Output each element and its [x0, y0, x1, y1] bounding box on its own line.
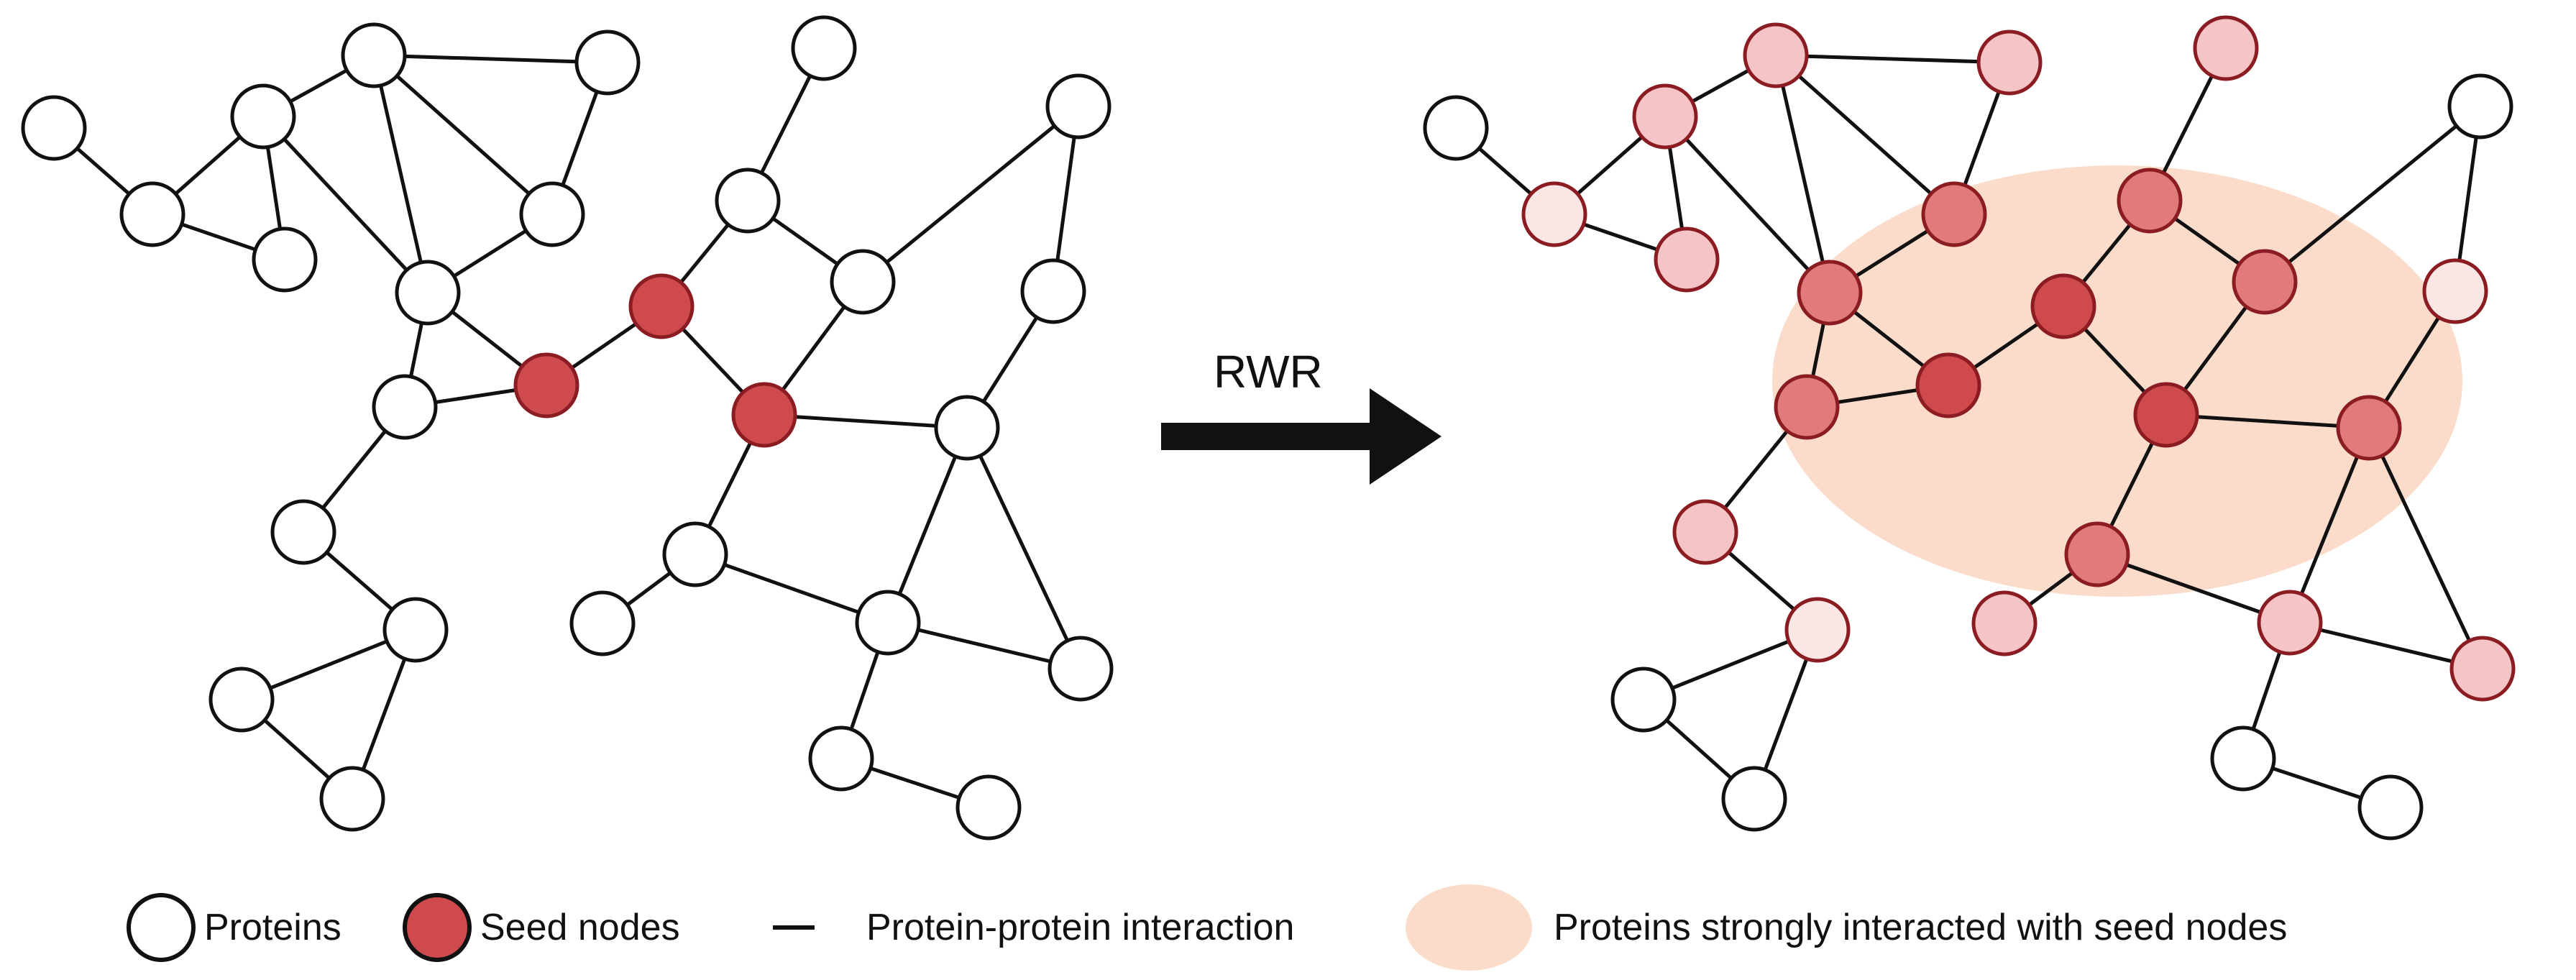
right-node-n6-protein: [1654, 226, 1720, 293]
right-node-n25-protein: [2257, 590, 2323, 656]
left-node-n12-protein: [1045, 73, 1111, 139]
right-node-n7-protein: [1921, 181, 1987, 247]
left-node-n17-seed: [731, 382, 797, 448]
left-node-n16-seed: [628, 273, 695, 339]
left-network-nodes: [21, 15, 1114, 841]
right-node-n1-protein: [1423, 95, 1489, 161]
left-edge-n11-n12: [861, 105, 1080, 283]
left-node-n6-protein: [252, 226, 318, 293]
right-node-n22-protein: [1721, 766, 1787, 832]
legend-interaction-label: Protein-protein interaction: [866, 907, 1295, 948]
rwr-label: RWR: [1214, 346, 1323, 398]
left-node-n5-protein: [574, 29, 641, 96]
right-node-n18-protein: [2336, 395, 2402, 461]
right-node-n13-protein: [2422, 258, 2488, 324]
legend-strong-label: Proteins strongly interacted with seed n…: [1554, 907, 2288, 948]
left-node-n23-protein: [662, 521, 728, 587]
right-node-n3-protein: [1632, 83, 1698, 150]
left-node-n11-protein: [830, 249, 896, 315]
interaction-line-icon: [773, 925, 815, 930]
left-node-n22-protein: [319, 766, 385, 832]
right-node-n20-protein: [1784, 597, 1851, 663]
left-edge-n17-n18: [764, 413, 968, 430]
right-node-n16-protein: [2030, 273, 2096, 339]
left-edge-n4-n8: [372, 55, 430, 293]
left-edge-n25-n26: [887, 620, 1081, 671]
right-node-n21-protein: [1610, 667, 1677, 733]
left-node-n18-protein: [934, 395, 1000, 461]
right-edge-n18-n25: [2288, 427, 2371, 623]
right-edge-n4-n7: [1774, 54, 1956, 216]
left-edge-n3-n8: [262, 115, 429, 294]
left-node-n2-protein: [119, 181, 185, 247]
right-node-n11-protein: [2232, 249, 2298, 315]
legend-seed-nodes-label: Seed nodes: [480, 907, 680, 948]
right-edge-n18-n26: [2367, 426, 2485, 670]
strong-region-icon: [1406, 884, 1532, 971]
left-node-n19-protein: [270, 499, 336, 565]
right-edge-n23-n25: [2096, 552, 2291, 625]
right-node-n2-protein: [1521, 181, 1587, 247]
left-node-n14-protein: [372, 374, 438, 440]
right-node-n9-protein: [2193, 15, 2259, 81]
right-network-nodes: [1423, 15, 2516, 841]
left-node-n3-protein: [230, 83, 296, 150]
left-edge-n4-n7: [372, 54, 554, 216]
legend-interaction: Protein-protein interaction: [773, 884, 1294, 971]
legend: Proteins Seed nodes Protein-protein inte…: [0, 884, 2576, 971]
left-node-n28-protein: [955, 774, 1022, 841]
legend-seed-nodes: Seed nodes: [403, 884, 680, 971]
right-node-n12-protein: [2447, 73, 2513, 139]
legend-strong: Proteins strongly interacted with seed n…: [1406, 884, 2287, 971]
right-node-n28-protein: [2357, 774, 2424, 841]
right-node-n14-protein: [1774, 374, 1840, 440]
left-edge-n18-n25: [886, 427, 969, 623]
right-edge-n4-n5: [1775, 53, 2010, 65]
right-node-n4-protein: [1743, 22, 1809, 88]
right-node-n23-protein: [2064, 521, 2130, 587]
legend-proteins: Proteins: [127, 884, 342, 971]
right-node-n15-protein: [1915, 352, 1981, 418]
left-edge-n18-n26: [965, 426, 1083, 670]
protein-node-icon: [127, 893, 196, 962]
left-node-n20-protein: [382, 597, 449, 663]
left-node-n8-protein: [395, 260, 461, 326]
left-edge-n23-n25: [695, 552, 889, 625]
left-node-n10-protein: [715, 168, 781, 234]
right-node-n26-protein: [2449, 636, 2516, 702]
left-node-n1-protein: [21, 95, 87, 161]
left-node-n26-protein: [1048, 636, 1114, 702]
left-network-edges: [52, 47, 1083, 810]
right-node-n17-protein: [2133, 382, 2199, 448]
left-node-n25-protein: [855, 590, 921, 656]
left-node-n9-protein: [791, 15, 857, 81]
legend-proteins-label: Proteins: [204, 907, 342, 948]
right-edge-n3-n8: [1664, 115, 1831, 294]
left-node-n21-protein: [208, 667, 275, 733]
right-node-n5-protein: [1976, 29, 2043, 96]
right-node-n8-protein: [1797, 260, 1863, 326]
left-node-n24-protein: [569, 590, 636, 656]
left-node-n7-protein: [519, 181, 585, 247]
left-node-n15-seed: [513, 352, 579, 418]
rwr-arrow: [1161, 388, 1441, 485]
left-edge-n4-n5: [373, 53, 608, 65]
left-node-n27-protein: [808, 725, 874, 792]
right-node-n24-protein: [1971, 590, 2038, 656]
left-node-n13-protein: [1020, 258, 1086, 324]
seed-node-icon: [403, 893, 472, 962]
left-node-n4-protein: [341, 22, 407, 88]
right-edge-n4-n8: [1774, 55, 1832, 293]
right-edge-n17-n18: [2165, 413, 2370, 430]
right-edge-n25-n26: [2289, 620, 2483, 671]
right-node-n19-protein: [1672, 499, 1738, 565]
right-edge-n11-n12: [2263, 105, 2482, 283]
right-node-n10-protein: [2117, 168, 2183, 234]
right-node-n27-protein: [2210, 725, 2276, 792]
